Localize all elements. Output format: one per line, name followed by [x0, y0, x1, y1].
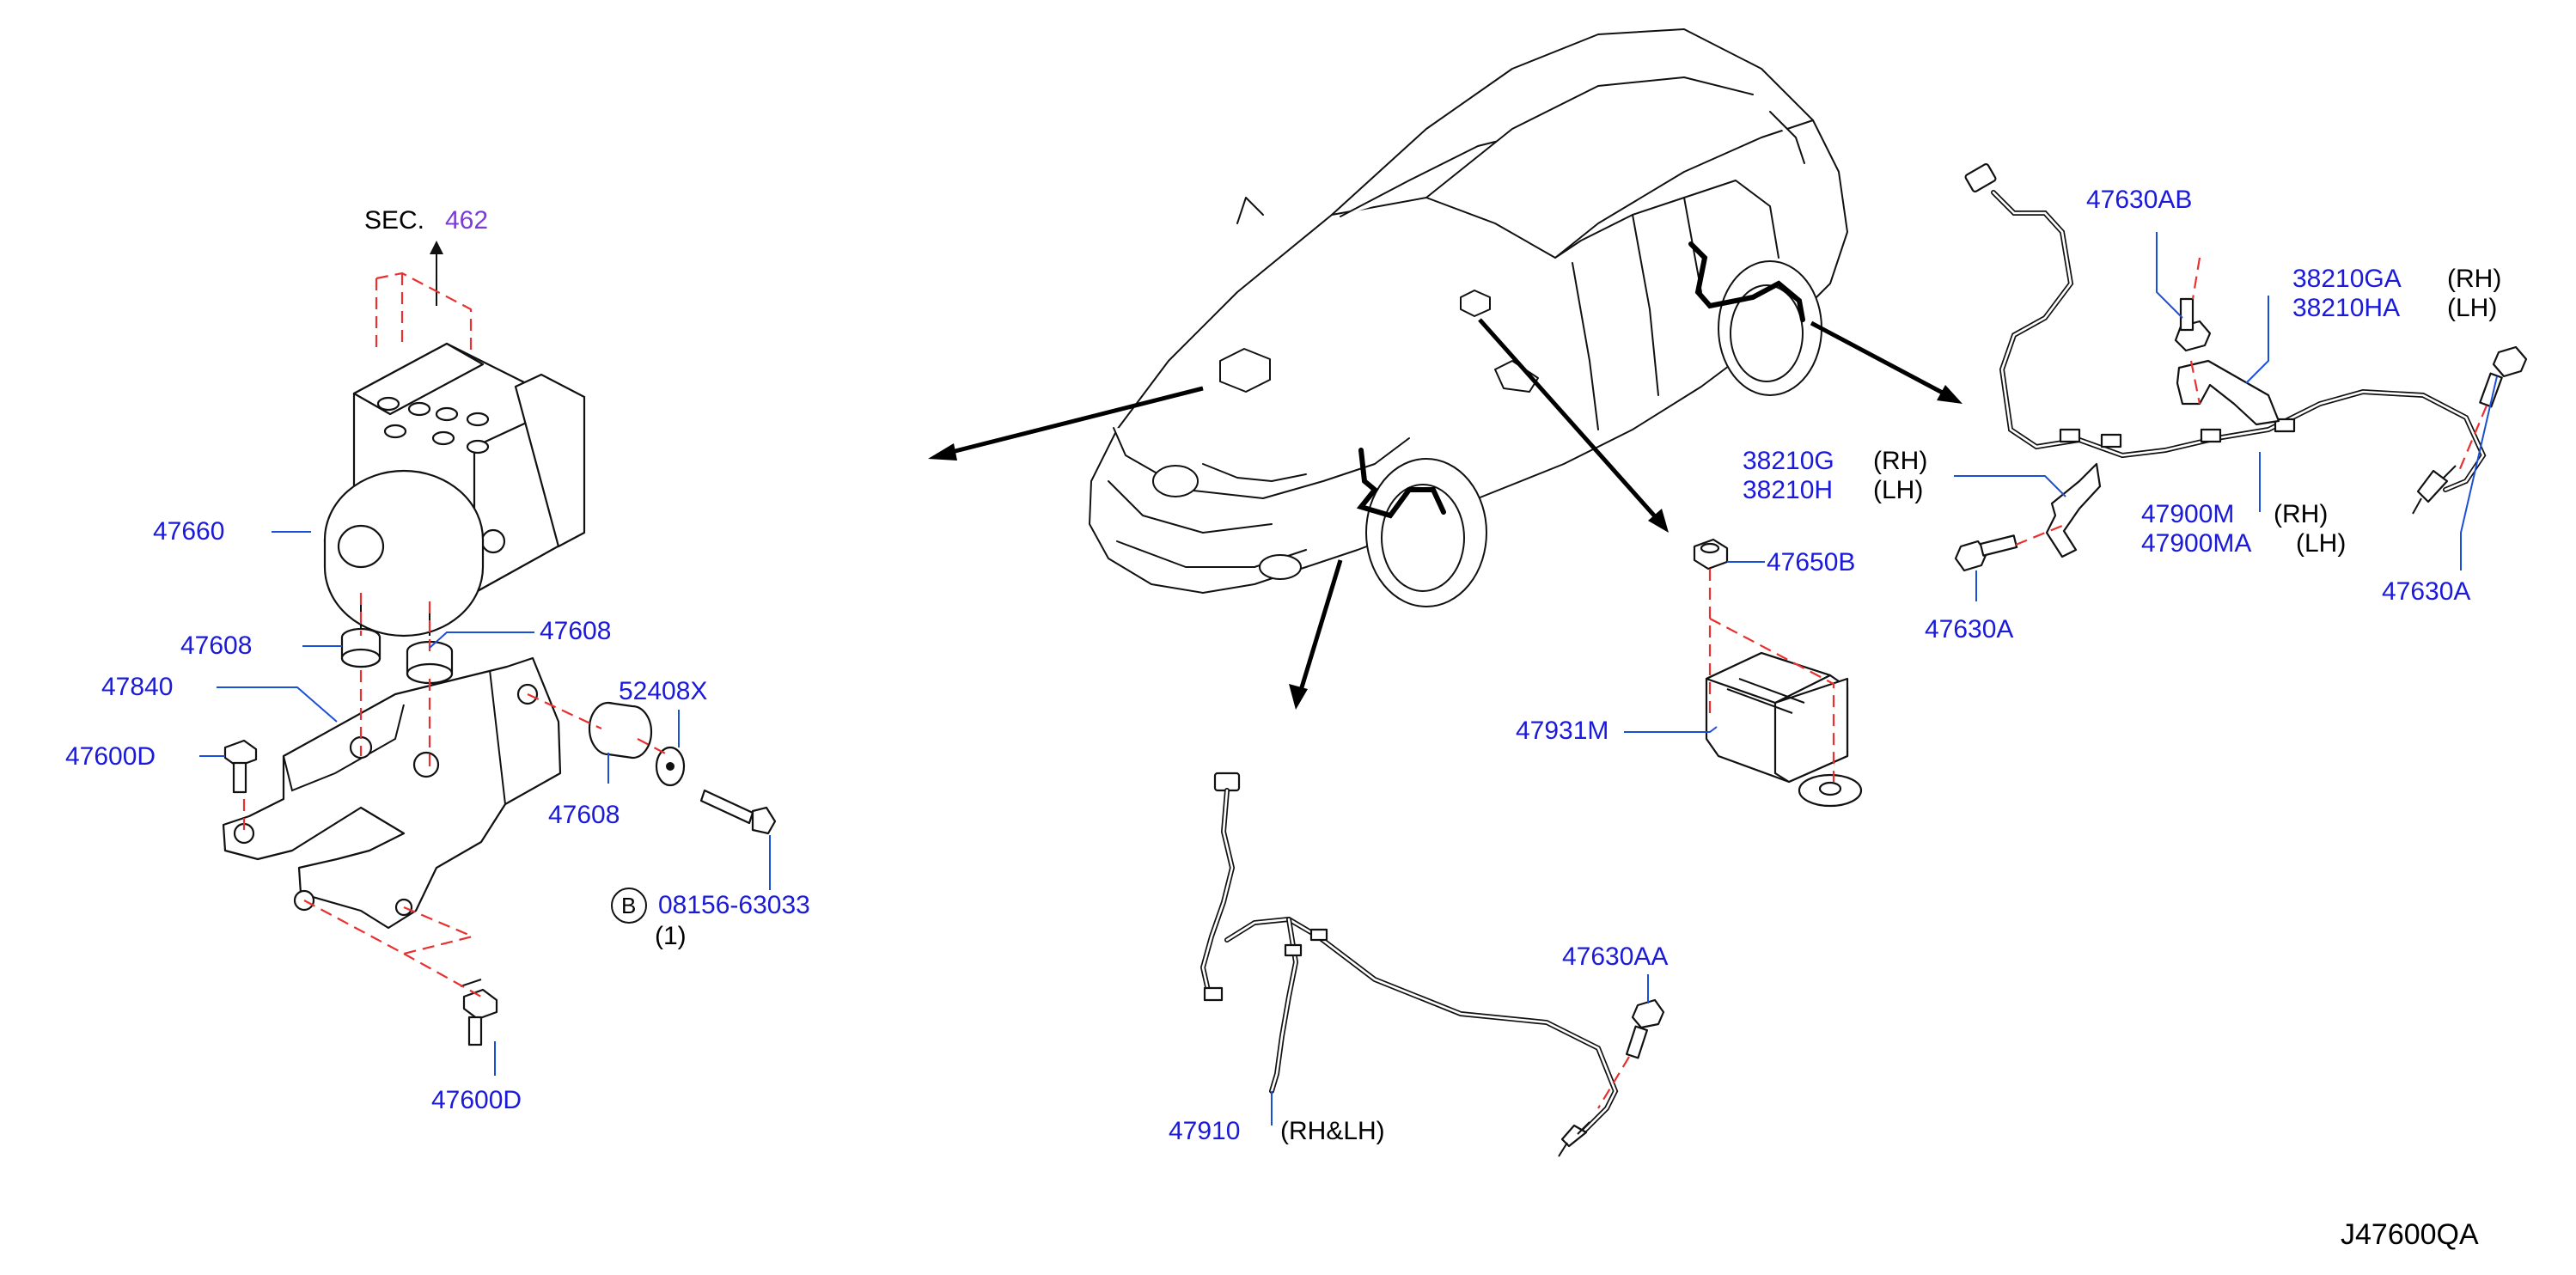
bolt-47600d-top — [223, 739, 258, 794]
bolt-47630a-front — [1954, 534, 2018, 572]
grommet-47608-a — [340, 627, 382, 668]
part-38210h-side: (LH) — [1873, 476, 1924, 504]
part-38210g[interactable]: 38210G — [1743, 447, 1834, 475]
nut-47650b — [1693, 538, 1729, 570]
front-harness — [1356, 448, 1446, 519]
circle-b-letter: B — [621, 893, 637, 918]
washer-52408x — [655, 746, 686, 787]
bracket-47840 — [222, 656, 562, 930]
front-wheel-sensor-47910 — [1199, 772, 1619, 1157]
part-47931m[interactable]: 47931M — [1516, 717, 1609, 745]
part-47900m-side: (RH) — [2274, 500, 2329, 528]
part-47600d-bottom[interactable]: 47600D — [431, 1086, 522, 1114]
bolt-47630aa — [1625, 998, 1665, 1059]
part-47840[interactable]: 47840 — [101, 673, 174, 701]
part-47900m[interactable]: 47900M — [2141, 500, 2235, 528]
bracket-38210ga — [2176, 359, 2280, 426]
part-47630a-front[interactable]: 47630A — [1925, 615, 2014, 644]
part-38210ga[interactable]: 38210GA — [2292, 265, 2402, 293]
drawing-id: J47600QA — [2341, 1218, 2479, 1251]
bolt-08156-63033 — [699, 789, 777, 835]
part-47608-left[interactable]: 47608 — [180, 631, 253, 660]
circle-b-marker — [611, 888, 647, 924]
bracket-38210g — [2045, 462, 2102, 558]
part-08156-quantity: (1) — [655, 922, 687, 950]
part-38210h[interactable]: 38210H — [1743, 476, 1834, 504]
part-38210ga-side: (RH) — [2447, 265, 2502, 293]
part-47910-side: (RH&LH) — [1280, 1117, 1385, 1145]
part-47910[interactable]: 47910 — [1169, 1117, 1241, 1145]
part-47900ma[interactable]: 47900MA — [2141, 529, 2252, 558]
pointer-arrows — [928, 318, 1963, 710]
part-38210ha-side: (LH) — [2447, 294, 2498, 322]
section-ref-number[interactable]: 462 — [445, 206, 489, 235]
part-47900ma-side: (LH) — [2296, 529, 2347, 558]
yaw-rate-sensor-47931m — [1705, 651, 1863, 808]
part-47608-right[interactable]: 47608 — [540, 617, 612, 645]
rear-wheel-sensor-47900m — [1964, 162, 2487, 515]
part-47600d-top[interactable]: 47600D — [65, 742, 156, 771]
part-52408x[interactable]: 52408X — [619, 677, 708, 705]
section-ref-prefix: SEC. — [364, 206, 425, 235]
part-47630ab[interactable]: 47630AB — [2086, 186, 2193, 214]
part-38210g-side: (RH) — [1873, 447, 1928, 475]
part-47608-lower[interactable]: 47608 — [548, 801, 620, 829]
abs-actuator-unit — [323, 241, 586, 638]
rear-harness — [1688, 241, 1805, 322]
part-47650b[interactable]: 47650B — [1767, 548, 1856, 576]
part-47630a-rear[interactable]: 47630A — [2382, 577, 2471, 606]
grommet-47608-c — [588, 701, 653, 760]
bolt-47630ab — [2174, 297, 2212, 352]
part-38210ha[interactable]: 38210HA — [2292, 294, 2401, 322]
part-08156-63033[interactable]: 08156-63033 — [658, 891, 810, 919]
vehicle-outline — [1089, 28, 1848, 607]
bolt-47630a-rear — [2479, 345, 2528, 408]
part-47660[interactable]: 47660 — [153, 517, 225, 546]
bolt-47600d-bottom — [460, 979, 498, 1046]
part-47630aa[interactable]: 47630AA — [1562, 943, 1669, 971]
